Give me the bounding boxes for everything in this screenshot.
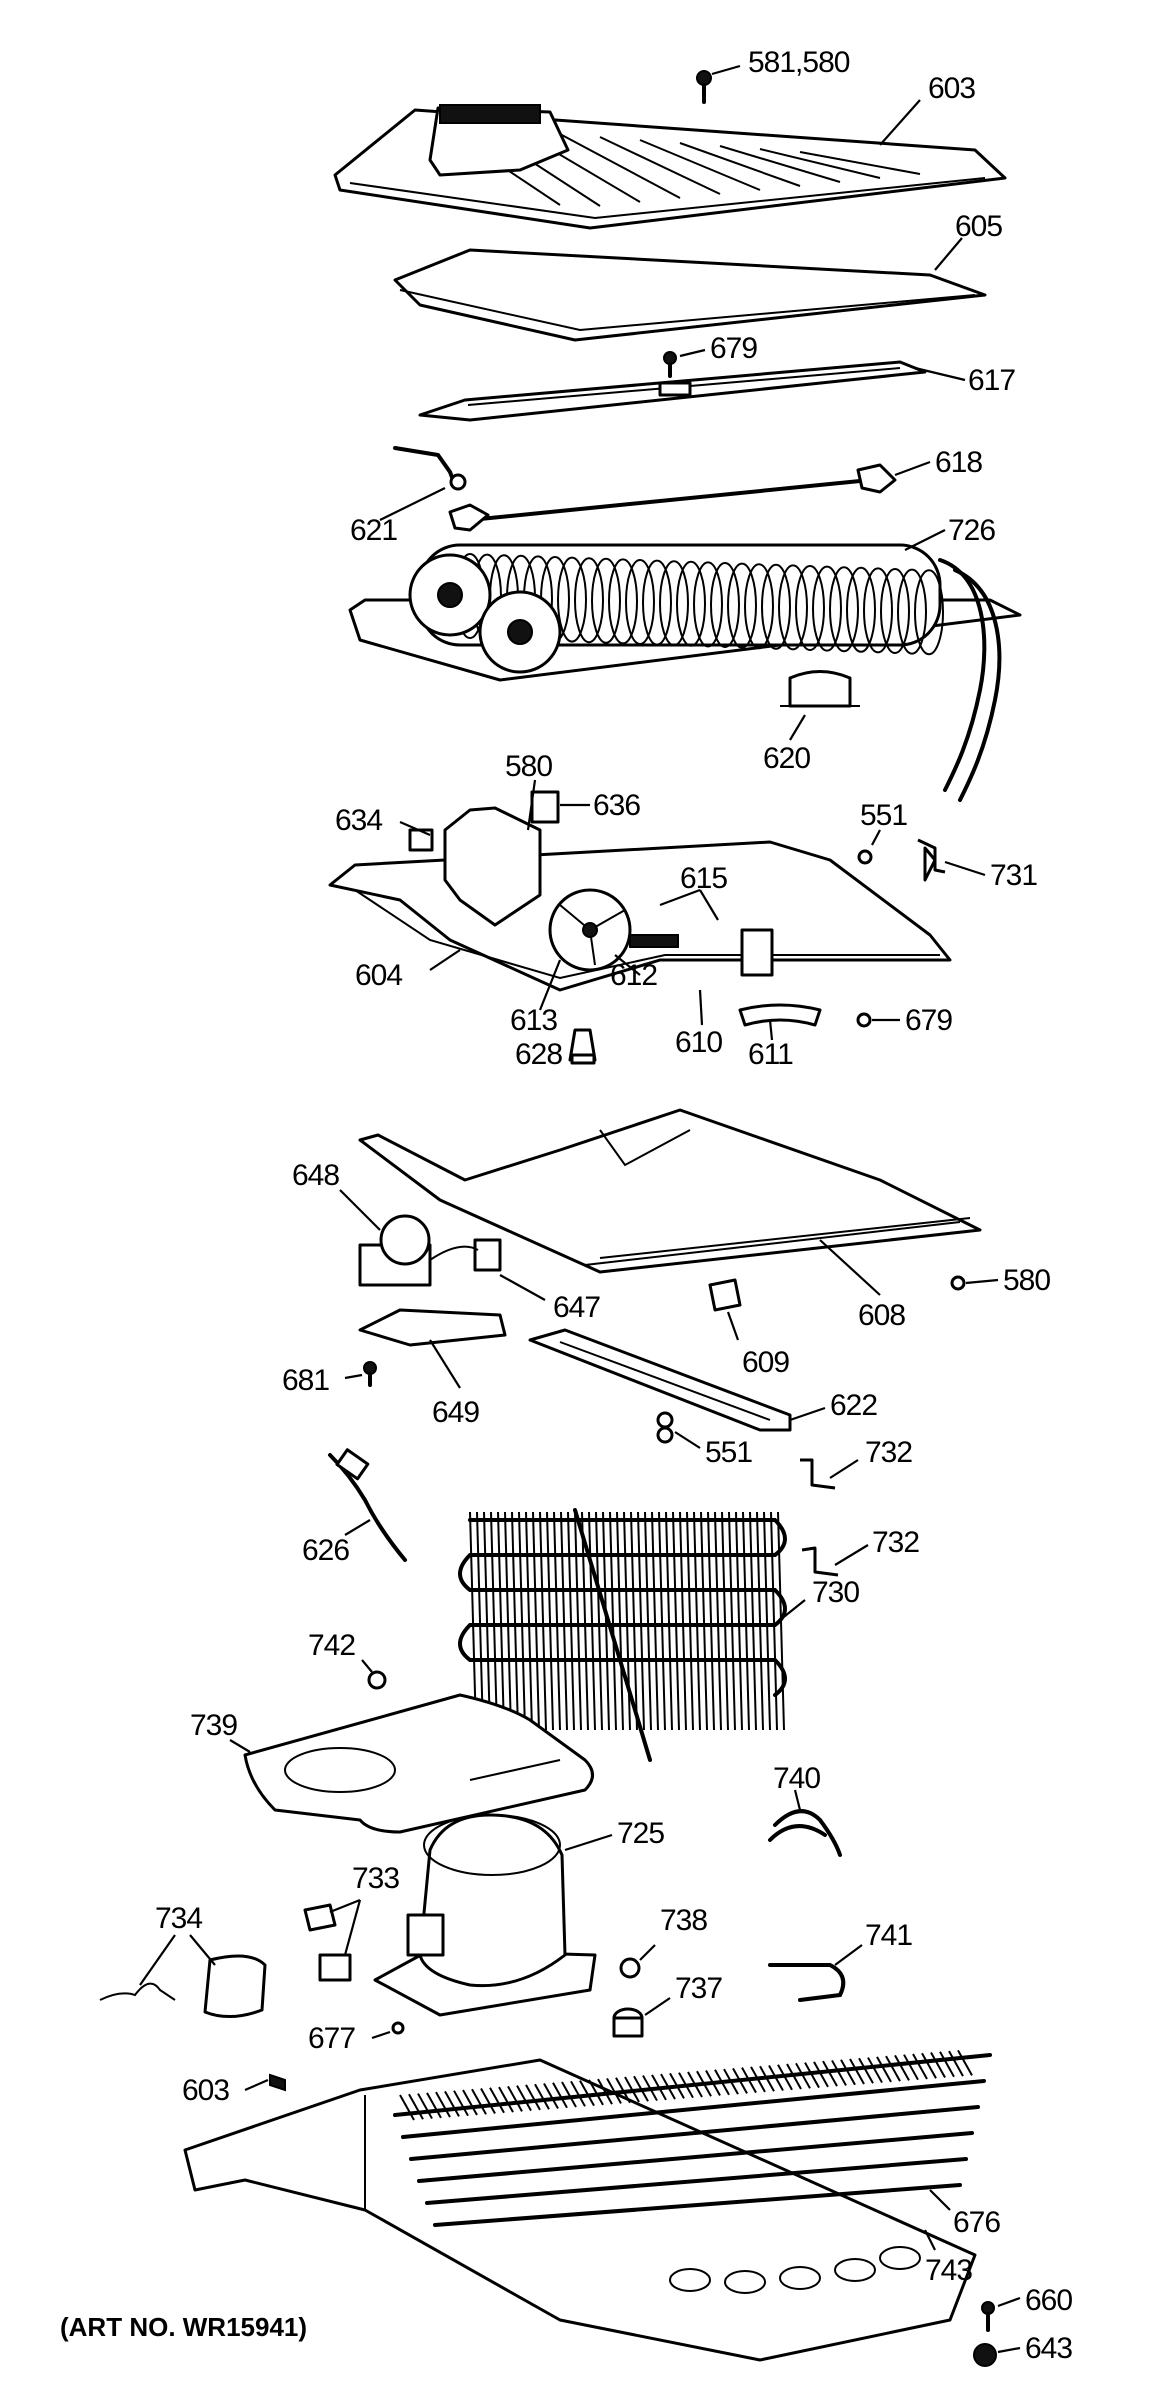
label-731: 731 — [990, 859, 1037, 892]
label-648: 648 — [292, 1159, 339, 1192]
label-660: 660 — [1025, 2284, 1072, 2317]
screw-681 — [344, 1361, 377, 1387]
label-636: 636 — [593, 789, 640, 822]
label-634: 634 — [335, 804, 382, 837]
label-618: 618 — [935, 446, 982, 479]
label-605: 605 — [955, 210, 1002, 243]
label-611: 611 — [748, 1038, 793, 1071]
part-636 — [530, 790, 590, 824]
screw-679-top — [663, 348, 706, 378]
part-base-pan — [183, 2049, 992, 2362]
part-603-bottom — [244, 2073, 286, 2092]
label-603-top: 603 — [928, 72, 975, 105]
part-604-housing — [328, 806, 952, 992]
part-605-plate — [393, 248, 987, 342]
label-613: 613 — [510, 1004, 557, 1037]
part-628-bulb — [568, 1028, 597, 1065]
label-580-right: 580 — [1003, 1264, 1050, 1297]
part-725-compressor — [373, 1813, 597, 2017]
part-608-base — [358, 1108, 982, 1274]
part-730-condenser — [458, 1508, 839, 1762]
screw-660 — [981, 2296, 1021, 2332]
label-609: 609 — [742, 1346, 789, 1379]
label-626: 626 — [302, 1534, 349, 1567]
label-679-mid: 679 — [905, 1004, 952, 1037]
screw-677 — [371, 2021, 405, 2040]
part-740-clip — [768, 1809, 842, 1857]
part-617-rail — [418, 360, 927, 422]
label-622: 622 — [830, 1389, 877, 1422]
label-676: 676 — [953, 2206, 1000, 2239]
label-617: 617 — [968, 364, 1015, 397]
label-725: 725 — [617, 1817, 664, 1850]
screw-580-right — [950, 1275, 999, 1291]
label-730: 730 — [812, 1576, 859, 1609]
part-726-evaporator — [348, 543, 1022, 802]
label-580-mid: 580 — [505, 750, 552, 783]
label-733: 733 — [352, 1862, 399, 1895]
part-626 — [328, 1448, 407, 1562]
part-738 — [619, 1944, 656, 1979]
part-603-top-panel — [333, 104, 1007, 230]
label-737: 737 — [675, 1972, 722, 2005]
label-551-mid: 551 — [705, 1436, 752, 1469]
label-628: 628 — [515, 1038, 562, 1071]
label-738: 738 — [660, 1904, 707, 1937]
label-726: 726 — [948, 514, 995, 547]
label-551-top: 551 — [860, 799, 907, 832]
label-732-b: 732 — [872, 1526, 919, 1559]
label-734: 734 — [155, 1902, 202, 1935]
label-608: 608 — [858, 1299, 905, 1332]
label-647: 647 — [553, 1291, 600, 1324]
label-681: 681 — [282, 1364, 329, 1397]
label-615: 615 — [680, 862, 727, 895]
label-741: 741 — [865, 1919, 912, 1952]
part-731-bracket — [917, 838, 986, 882]
label-604: 604 — [355, 959, 402, 992]
part-621-wire — [393, 446, 467, 491]
part-611-bracket — [738, 1003, 822, 1041]
part-733-relay — [303, 1898, 362, 1982]
label-603-bottom: 603 — [182, 2074, 229, 2107]
label-581-580: 581,580 — [748, 46, 850, 79]
label-610: 610 — [675, 1026, 722, 1059]
part-620-thermostat — [780, 670, 860, 708]
label-732-a: 732 — [865, 1436, 912, 1469]
part-609 — [708, 1278, 742, 1341]
callout-labels: 581,580 603 605 679 617 618 621 726 620 … — [155, 46, 1073, 2365]
screw-551-mid — [656, 1411, 701, 1449]
part-739-tray — [243, 1693, 594, 1834]
screw-581-580 — [696, 64, 741, 104]
part-734-overload — [99, 1934, 267, 2018]
art-number: (ART NO. WR15941) — [60, 2312, 307, 2342]
screw-679-mid — [856, 1012, 900, 1028]
label-620: 620 — [763, 742, 810, 775]
part-649-bracket — [358, 1308, 507, 1347]
part-737 — [612, 1997, 671, 2038]
screw-551-top — [857, 829, 881, 865]
nut-643 — [973, 2343, 1021, 2367]
part-732-a — [800, 1458, 859, 1490]
part-742 — [367, 1670, 387, 1690]
label-739: 739 — [190, 1709, 237, 1742]
label-740: 740 — [773, 1762, 820, 1795]
label-643: 643 — [1025, 2332, 1072, 2365]
part-622-rail — [528, 1328, 792, 1432]
label-742: 742 — [308, 1629, 355, 1662]
label-679-top: 679 — [710, 332, 757, 365]
label-743: 743 — [925, 2254, 972, 2287]
label-612: 612 — [610, 959, 657, 992]
part-618-rod — [448, 463, 897, 532]
label-621: 621 — [350, 514, 397, 547]
part-741-tube — [768, 1963, 846, 2002]
part-648-motor — [358, 1214, 502, 1287]
label-677: 677 — [308, 2022, 355, 2055]
label-649: 649 — [432, 1396, 479, 1429]
